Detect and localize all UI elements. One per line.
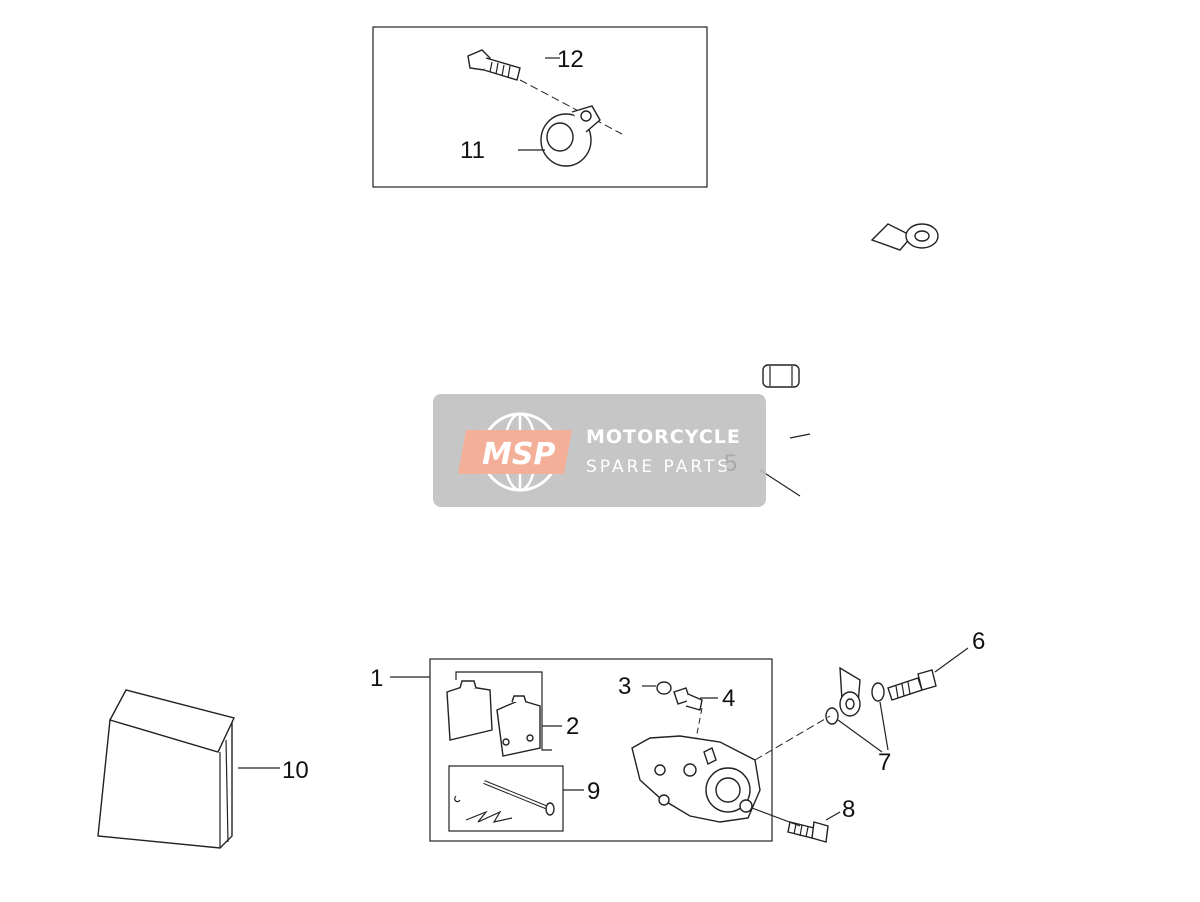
callout-12: 12 [557, 46, 584, 73]
callout-8: 8 [842, 796, 855, 823]
pin-kit-drawing [454, 780, 555, 823]
manual-drawing [97, 689, 235, 849]
watermark-title: MOTORCYCLE [586, 426, 741, 448]
bolt-12-drawing [467, 49, 521, 81]
watermark-subtitle: SPARE PARTS [586, 457, 731, 477]
leader-5 [759, 469, 801, 497]
callout-11: 11 [460, 137, 485, 164]
bleeder-cap-drawing [656, 681, 672, 695]
bleeder-screw-drawing [673, 687, 703, 711]
brake-pads-drawing [446, 680, 541, 757]
clamp-11-drawing [540, 105, 601, 167]
watermark-logo-text: MSP [482, 437, 555, 472]
leader-7a [837, 719, 883, 753]
callout-2: 2 [566, 713, 579, 740]
clamp-axis-line [519, 79, 623, 135]
callout-4: 4 [722, 685, 735, 712]
clamp-group-box [372, 26, 708, 188]
washer-lower [825, 707, 839, 725]
washer-upper [871, 682, 885, 702]
callout-9: 9 [587, 778, 600, 805]
leader-6 [934, 647, 969, 673]
leader-8 [825, 811, 841, 821]
brake-hose-drawing [762, 223, 939, 717]
caliper-body-drawing [631, 735, 761, 823]
pin-kit-box [448, 765, 564, 832]
callout-1: 1 [370, 665, 383, 692]
watermark-background [433, 394, 766, 507]
watermark: MSP MOTORCYCLE SPARE PARTS [433, 394, 766, 507]
hose-axis-line [754, 715, 831, 761]
leader-7b [879, 701, 889, 751]
bracket-2 [455, 671, 552, 751]
mounting-bolt-drawing [787, 821, 829, 843]
logo-badge [458, 430, 572, 474]
banjo-bolt-drawing [887, 669, 937, 701]
callout-10: 10 [282, 757, 309, 784]
callout-3: 3 [618, 673, 631, 700]
callout-7: 7 [878, 749, 891, 776]
bolt-axis-line [751, 807, 801, 827]
callout-6: 6 [972, 628, 985, 655]
